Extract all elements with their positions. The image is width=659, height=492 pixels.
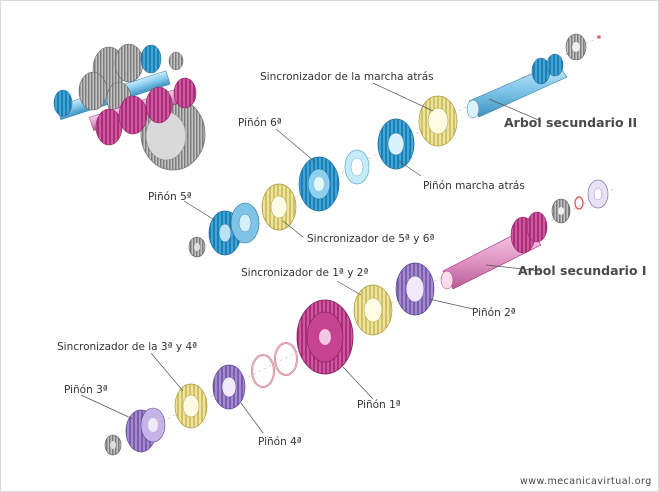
label-output-shaft-2: Arbol secundario II (504, 115, 638, 130)
pinion-3-gear (125, 407, 166, 453)
bearing-lower-right (551, 179, 609, 224)
reverse-synchronizer (418, 95, 458, 147)
output-shaft-1 (440, 211, 548, 290)
site-credit: www.mecanicavirtual.org (520, 476, 652, 487)
bolt-marker (597, 35, 601, 39)
label-synchronizer-5-6: Sincronizador de 5ª y 6ª (307, 233, 435, 245)
pinion-6-gear (298, 156, 340, 212)
pinion-5-gear (188, 202, 260, 258)
label-reverse-pinion: Piñón marcha atrás (423, 180, 525, 192)
bearing-upper-right (565, 33, 601, 61)
label-reverse-synchronizer: Sincronizador de la marcha atrás (260, 71, 434, 83)
label-pinion-1: Piñón 1ª (357, 399, 401, 411)
synchro-rings-pair (251, 342, 298, 388)
pinion-4-gear (212, 364, 246, 410)
label-synchronizer-1-2: Sincronizador de 1ª y 2ª (241, 267, 369, 279)
pinion-1-gear (296, 299, 354, 375)
label-pinion-3: Piñón 3ª (64, 384, 108, 396)
pinion-2-gear (395, 262, 435, 316)
synchronizer-3-4 (174, 383, 208, 429)
reverse-pinion-gear (377, 118, 415, 170)
synchronizer-5-6 (261, 183, 297, 231)
label-pinion-4: Piñón 4ª (258, 436, 302, 448)
label-pinion-6: Piñón 6ª (238, 117, 282, 129)
label-output-shaft-1: Arbol secundario I (518, 263, 647, 278)
assembled-gearbox (53, 43, 206, 171)
leader-lines (80, 82, 542, 434)
output-shaft-2 (466, 53, 568, 119)
label-pinion-2: Piñón 2ª (472, 307, 516, 319)
label-synchronizer-3-4: Sincronizador de la 3ª y 4ª (57, 341, 198, 353)
synchronizer-1-2 (353, 284, 393, 336)
bearing-lower-left (104, 434, 122, 456)
label-pinion-5: Piñón 5ª (148, 191, 192, 203)
sleeve-ring-blue (344, 149, 370, 185)
